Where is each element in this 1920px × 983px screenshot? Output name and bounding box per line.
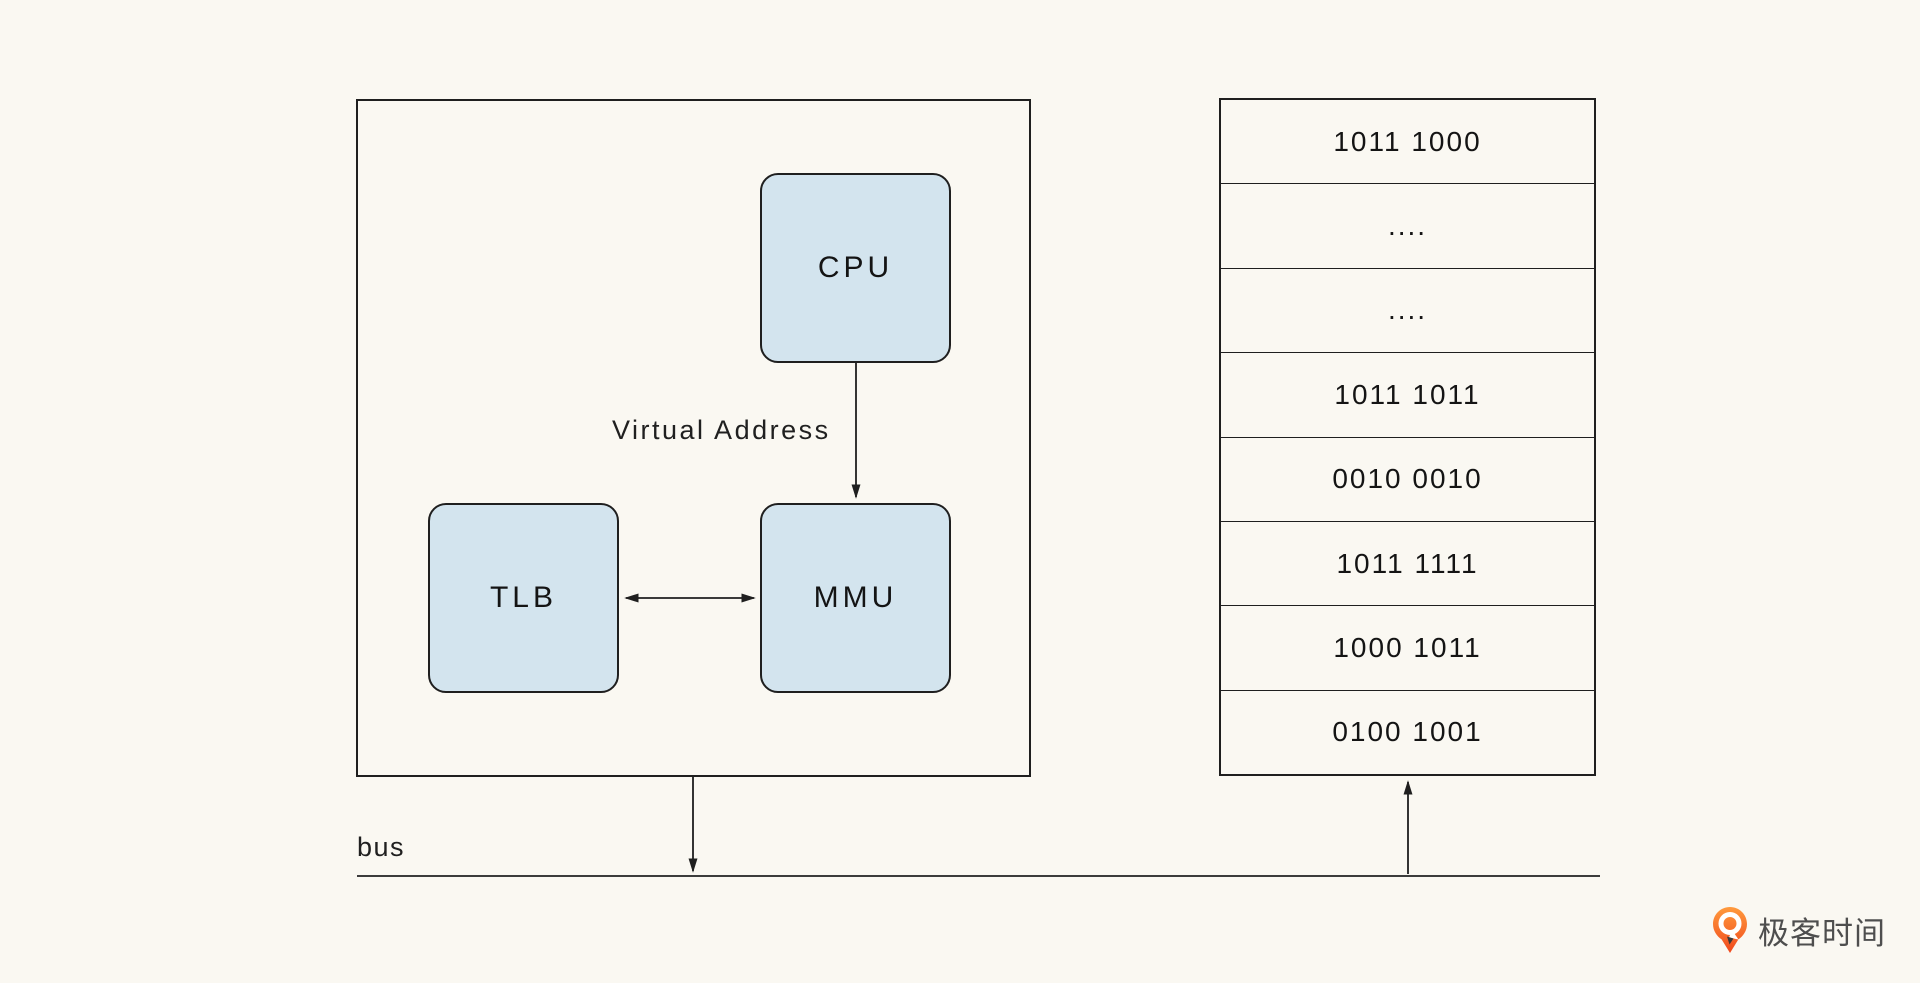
- memory-row: ....: [1221, 184, 1594, 269]
- mmu-block: MMU: [760, 503, 951, 693]
- cpu-block-label: CPU: [817, 251, 894, 284]
- cpu-block: CPU: [760, 173, 951, 363]
- mmu-block-label: MMU: [813, 581, 898, 614]
- memory-row: 1011 1111: [1221, 522, 1594, 607]
- memory-row: 1000 1011: [1221, 606, 1594, 691]
- tlb-block-label: TLB: [489, 581, 558, 614]
- memory-table: 1011 1000 .... .... 1011 1011 0010 0010 …: [1219, 98, 1596, 776]
- bus-label: bus: [357, 832, 406, 862]
- tlb-block: TLB: [428, 503, 619, 693]
- geektime-logo-text: 极客时间: [1758, 916, 1886, 951]
- virtual-address-label: Virtual Address: [612, 415, 831, 445]
- memory-row: 1011 1000: [1221, 100, 1594, 185]
- chip-boundary-box: [356, 99, 1031, 777]
- memory-row: 0100 1001: [1332, 716, 1483, 748]
- memory-row: ....: [1221, 269, 1594, 354]
- memory-row: 0010 0010: [1221, 438, 1594, 522]
- geektime-pin-icon: [1712, 906, 1748, 955]
- geektime-logo: 极客时间: [1712, 906, 1886, 955]
- memory-row: 1011 1011: [1221, 353, 1594, 438]
